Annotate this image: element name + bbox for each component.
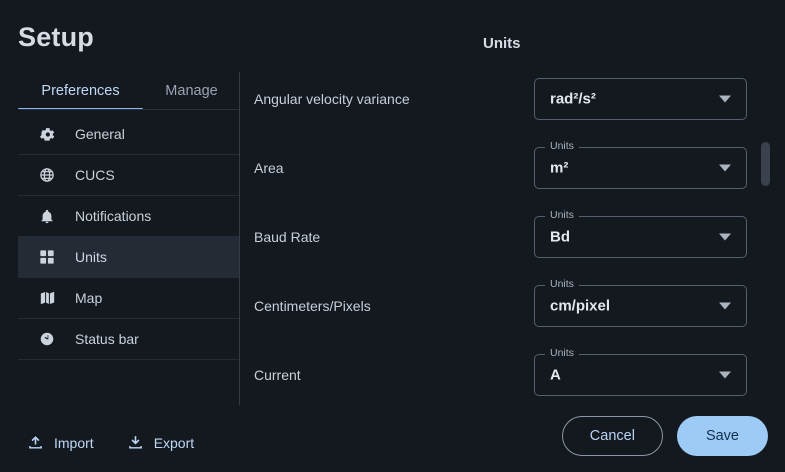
setting-row-baud-rate: Baud Rate Units Bd — [240, 202, 785, 271]
tab-bar-divider — [18, 109, 240, 110]
sidebar-content-divider — [239, 72, 240, 405]
sidebar-item-units-label: Units — [75, 249, 107, 265]
chevron-down-icon[interactable] — [719, 95, 731, 102]
setting-label: Centimeters/Pixels — [254, 297, 371, 314]
tab-manage-label: Manage — [165, 83, 218, 99]
units-select-value: cm/pixel — [550, 297, 611, 314]
file-actions: Import Export — [26, 433, 194, 452]
sidebar-item-notifications-label: Notifications — [75, 208, 152, 224]
chevron-down-icon[interactable] — [719, 371, 731, 378]
sidebar-item-general[interactable]: General — [18, 114, 240, 155]
field-legend: Units — [545, 346, 579, 359]
sidebar-item-notifications[interactable]: Notifications — [18, 196, 240, 237]
sidebar-item-map-label: Map — [75, 290, 103, 306]
field-legend: Units — [545, 139, 579, 152]
units-select-value: m² — [550, 159, 569, 176]
download-icon — [126, 433, 145, 452]
setting-row-centimeters-pixels: Centimeters/Pixels Units cm/pixel — [240, 271, 785, 340]
sidebar-item-map[interactable]: Map — [18, 278, 240, 319]
sidebar-item-status-bar-label: Status bar — [75, 331, 139, 347]
settings-list: Angular velocity variance rad²/s² Area U… — [240, 70, 785, 405]
chevron-down-icon[interactable] — [719, 233, 731, 240]
import-button-label: Import — [54, 434, 94, 451]
setting-label: Current — [254, 366, 301, 383]
setting-label: Baud Rate — [254, 228, 321, 245]
units-select-value: rad²/s² — [550, 90, 596, 107]
cancel-button[interactable]: Cancel — [561, 416, 663, 456]
gear-icon — [37, 124, 57, 144]
units-select-value: A — [550, 366, 561, 383]
units-select-current[interactable]: Units A — [534, 346, 747, 396]
globe-icon — [37, 165, 57, 185]
setting-label: Angular velocity variance — [254, 90, 410, 107]
setting-row-angular-velocity-variance: Angular velocity variance rad²/s² — [240, 70, 785, 133]
sidebar-item-units[interactable]: Units — [18, 237, 240, 278]
tab-preferences-label: Preferences — [41, 83, 120, 99]
units-select-area[interactable]: Units m² — [534, 139, 747, 189]
setting-row-current: Current Units A — [240, 340, 785, 405]
section-header: Units — [483, 35, 521, 52]
sidebar-item-status-bar[interactable]: Status bar — [18, 319, 240, 360]
tab-manage[interactable]: Manage — [143, 72, 240, 110]
map-icon — [37, 288, 57, 308]
page-title: Setup — [18, 22, 95, 52]
save-button[interactable]: Save — [676, 416, 768, 456]
tab-preferences[interactable]: Preferences — [18, 72, 143, 110]
tab-bar: Preferences Manage — [18, 72, 240, 110]
setting-row-area: Area Units m² — [240, 133, 785, 202]
upload-icon — [26, 433, 45, 452]
units-select-centimeters-pixels[interactable]: Units cm/pixel — [534, 277, 747, 327]
setting-label: Area — [254, 159, 284, 176]
scrollbar-thumb[interactable] — [761, 142, 770, 186]
sidebar-item-cucs[interactable]: CUCS — [18, 155, 240, 196]
sidebar-nav: General CUCS Notifications — [18, 114, 240, 360]
dialog-actions: Cancel Save — [561, 416, 768, 456]
sidebar-item-general-label: General — [75, 126, 125, 142]
units-select-angular-velocity-variance[interactable]: rad²/s² — [534, 77, 747, 120]
chevron-down-icon[interactable] — [719, 164, 731, 171]
import-button[interactable]: Import — [26, 433, 94, 452]
chevron-down-icon[interactable] — [719, 302, 731, 309]
content-scrollbar[interactable] — [761, 70, 771, 405]
clock-icon — [37, 329, 57, 349]
export-button[interactable]: Export — [126, 433, 194, 452]
bell-icon — [37, 206, 57, 226]
sidebar-item-cucs-label: CUCS — [75, 167, 115, 183]
field-legend: Units — [545, 277, 579, 290]
field-legend: Units — [545, 208, 579, 221]
field-outline — [534, 353, 747, 396]
units-select-value: Bd — [550, 228, 570, 245]
grid-icon — [37, 247, 57, 267]
units-select-baud-rate[interactable]: Units Bd — [534, 208, 747, 258]
export-button-label: Export — [153, 434, 195, 451]
